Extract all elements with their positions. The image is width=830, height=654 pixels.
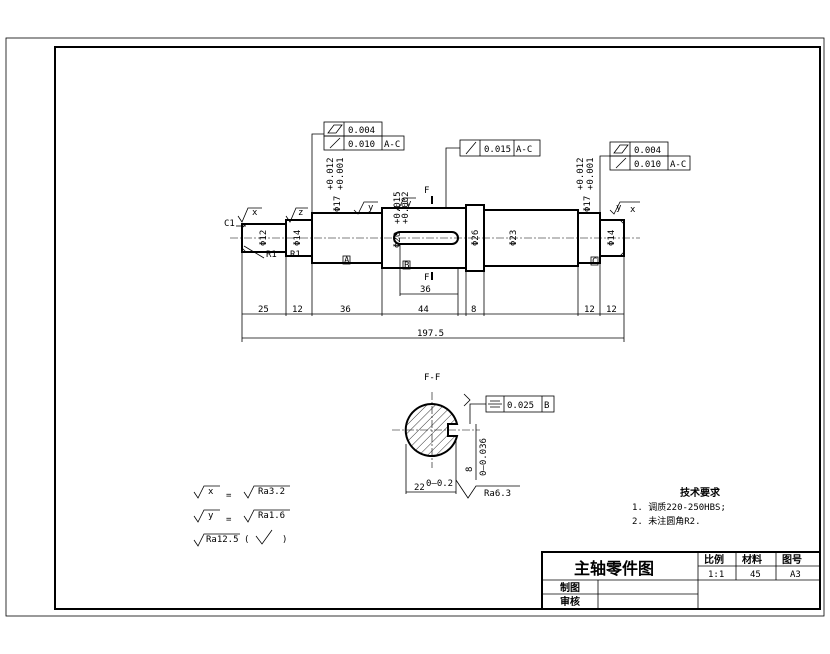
dim-phi17a-tol-top: +0.012 [326, 157, 336, 190]
dim-phi26: Φ26 [471, 230, 481, 246]
radius-r1b: R1 [290, 250, 301, 260]
svg-text:0.004: 0.004 [348, 126, 375, 136]
svg-text:x: x [252, 208, 258, 218]
svg-text:Ra1.6: Ra1.6 [258, 511, 285, 521]
dim-phi17b-tol-top: +0.012 [576, 157, 586, 190]
svg-text:材料: 材料 [742, 553, 762, 566]
svg-text:1:1: 1:1 [708, 570, 724, 580]
dim-phi17b: Φ17 [583, 196, 593, 212]
svg-text:1. 调质220-250HBS;: 1. 调质220-250HBS; [632, 501, 726, 513]
section-roughness: Ra6.3 [484, 489, 511, 499]
section-view: F-F 0.025 B 22 0–0.2 8 0–0.036 Ra6.3 [392, 373, 555, 499]
keyway-depth-tol: 0–0.036 [479, 438, 489, 476]
svg-text:x: x [630, 205, 636, 215]
inner-border [54, 46, 821, 610]
section-f-top: F [424, 186, 429, 196]
svg-text:图号: 图号 [782, 554, 802, 566]
section-label: F-F [424, 373, 440, 383]
title-block: 主轴零件图 比例 材料 图号 1:1 45 A3 制图 审核 [541, 551, 821, 610]
dim-phi20-tol-top: +0.015 [393, 191, 403, 224]
svg-text:Ra3.2: Ra3.2 [258, 487, 285, 497]
svg-text:A-C: A-C [670, 160, 686, 170]
svg-text:=: = [226, 491, 232, 501]
datum-c: C [592, 257, 597, 267]
dim-phi17a: Φ17 [333, 196, 343, 212]
gdt-frame-right: 0.004 0.010 A-C [609, 141, 691, 171]
dim-12a: 12 [292, 305, 303, 315]
svg-text:45: 45 [750, 570, 761, 580]
svg-text:z: z [298, 208, 303, 218]
dim-12c: 12 [606, 305, 617, 315]
dim-44: 44 [418, 305, 429, 315]
svg-text:0.025: 0.025 [507, 401, 534, 411]
svg-text:Ra12.5: Ra12.5 [206, 535, 239, 545]
dim-phi17a-tol-bot: +0.001 [336, 157, 346, 190]
svg-text:技术要求: 技术要求 [680, 486, 721, 499]
dim-12b: 12 [584, 305, 595, 315]
keyway-width-tol: 0–0.2 [426, 479, 453, 489]
dim-8: 8 [471, 305, 476, 315]
svg-text:(: ( [244, 535, 249, 545]
svg-text:y: y [208, 511, 214, 521]
dim-phi14b: Φ14 [607, 230, 617, 246]
svg-text:A3: A3 [790, 570, 801, 580]
outer-border [5, 37, 825, 617]
svg-text:y: y [406, 199, 412, 209]
datum-a: A [344, 256, 350, 266]
datum-b: B [404, 261, 409, 271]
dim-36a: 36 [340, 305, 351, 315]
dim-phi20: Φ20 [393, 232, 403, 248]
svg-text:=: = [226, 515, 232, 525]
keyway-depth: 8 [465, 467, 475, 472]
svg-text:A-C: A-C [516, 145, 532, 155]
svg-text:0.010: 0.010 [634, 160, 661, 170]
svg-text:y: y [616, 203, 622, 213]
extension-lines [241, 244, 625, 342]
svg-text:x: x [208, 487, 214, 497]
keyway-width: 22 [414, 483, 425, 493]
svg-text:0.010: 0.010 [348, 140, 375, 150]
dim-phi23: Φ23 [509, 230, 519, 246]
svg-text:审核: 审核 [560, 595, 580, 608]
section-f-bot: F [424, 273, 429, 283]
svg-text:B: B [544, 401, 549, 411]
chamfer-c1: C1 [224, 219, 235, 229]
dim-36b: 36 [420, 285, 431, 295]
gdt-frame-left: 0.004 0.010 A-C [323, 121, 405, 151]
svg-text:y: y [368, 203, 374, 213]
svg-text:): ) [282, 535, 287, 545]
svg-text:0.004: 0.004 [634, 146, 661, 156]
dim-phi17b-tol-bot: +0.001 [586, 157, 596, 190]
dim-phi14a: Φ14 [293, 230, 303, 246]
svg-text:0.015: 0.015 [484, 145, 511, 155]
radius-r1a: R1 [266, 250, 277, 260]
dim-phi12: Φ12 [259, 230, 269, 246]
svg-text:制图: 制图 [560, 581, 580, 594]
dim-total: 197.5 [417, 329, 444, 339]
gdt-frame-middle: 0.015 A-C [459, 139, 541, 157]
roughness-marks: x z y y y x [237, 197, 640, 223]
drawing-title: 主轴零件图 [574, 559, 654, 578]
roughness-legend: x = Ra3.2 y = Ra1.6 Ra12.5 ( ) [193, 485, 290, 547]
dim-25: 25 [258, 305, 269, 315]
dimension-lines [242, 293, 624, 339]
dim-phi20-tol-bot: +0.002 [401, 191, 411, 224]
shaft-main-view [230, 204, 640, 272]
svg-text:A-C: A-C [384, 140, 400, 150]
svg-text:2. 未注圆角R2.: 2. 未注圆角R2. [632, 515, 701, 527]
svg-text:比例: 比例 [704, 553, 724, 566]
tech-requirements: 技术要求 1. 调质220-250HBS; 2. 未注圆角R2. [632, 486, 726, 527]
